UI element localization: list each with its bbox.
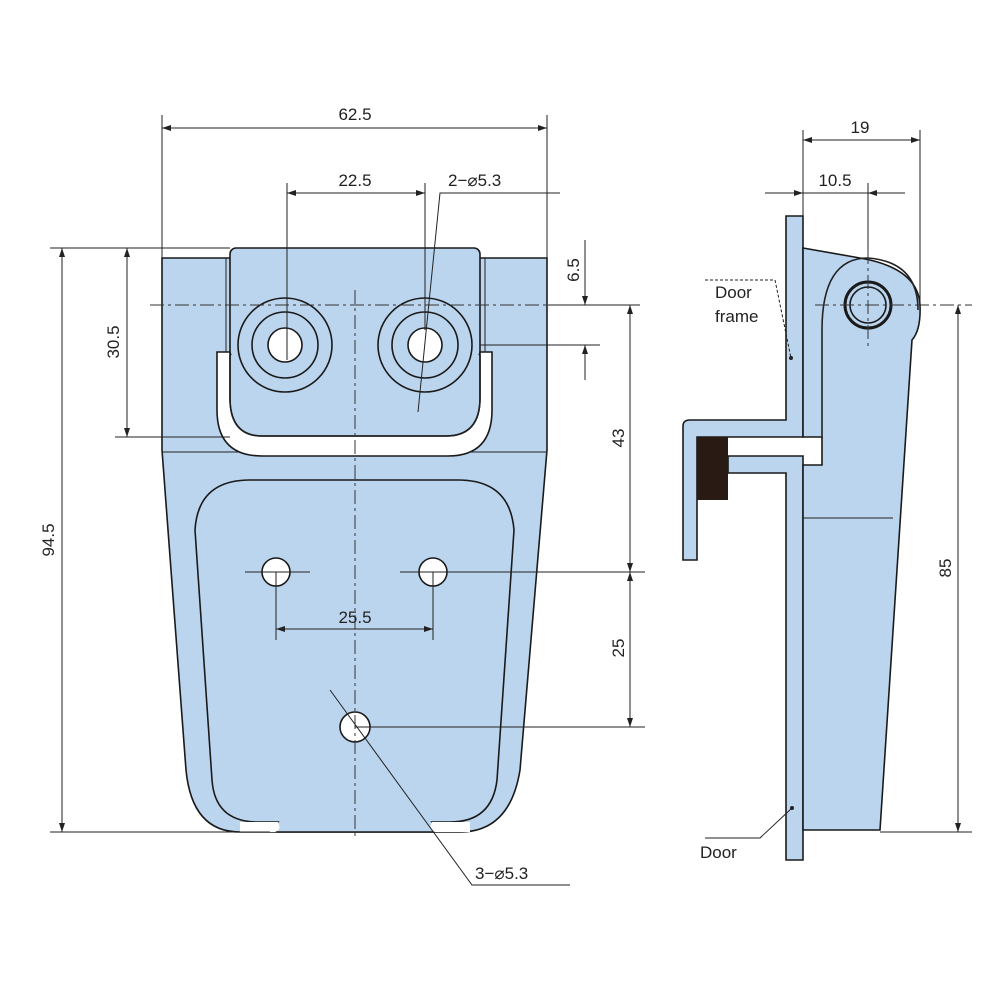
label-door: Door <box>700 843 737 862</box>
dim-top-holes: 2−⌀5.3 <box>448 171 501 190</box>
leaf-lower-outline <box>229 355 481 437</box>
dim-total-height: 94.5 <box>39 523 58 556</box>
lower-pocket <box>194 479 515 833</box>
dim-hole-spacing-top: 22.5 <box>338 171 371 190</box>
door-frame <box>682 215 804 561</box>
dimension-lines <box>50 115 645 886</box>
top-hole-left <box>237 297 333 393</box>
dim-width: 62.5 <box>338 105 371 124</box>
dim-height: 85 <box>936 559 955 578</box>
bottom-notch-left <box>240 822 280 832</box>
hinge-leaf-side <box>802 247 921 831</box>
dim-lower-hole-spacing: 25.5 <box>338 608 371 627</box>
dim-bottom-holes: 3−⌀5.3 <box>475 864 528 883</box>
side-view: 19 10.5 85 Door frame Door <box>682 118 972 862</box>
label-door-frame-line2: frame <box>715 307 758 326</box>
dim-plate-height: 30.5 <box>104 325 123 358</box>
label-door-frame-line1: Door <box>715 283 752 302</box>
side-dimension-lines <box>705 130 972 839</box>
door <box>727 455 804 861</box>
dim-upper-to-lower: 43 <box>609 429 628 448</box>
bottom-notch-right <box>430 822 470 832</box>
dim-depth: 19 <box>851 118 870 137</box>
dim-lower-to-bottom-hole: 25 <box>609 639 628 658</box>
dim-offset: 6.5 <box>564 258 583 282</box>
gasket <box>697 437 728 500</box>
dim-pin-offset: 10.5 <box>818 171 851 190</box>
front-view: 62.5 22.5 2−⌀5.3 6.5 30.5 94.5 43 25 25.… <box>39 105 645 886</box>
